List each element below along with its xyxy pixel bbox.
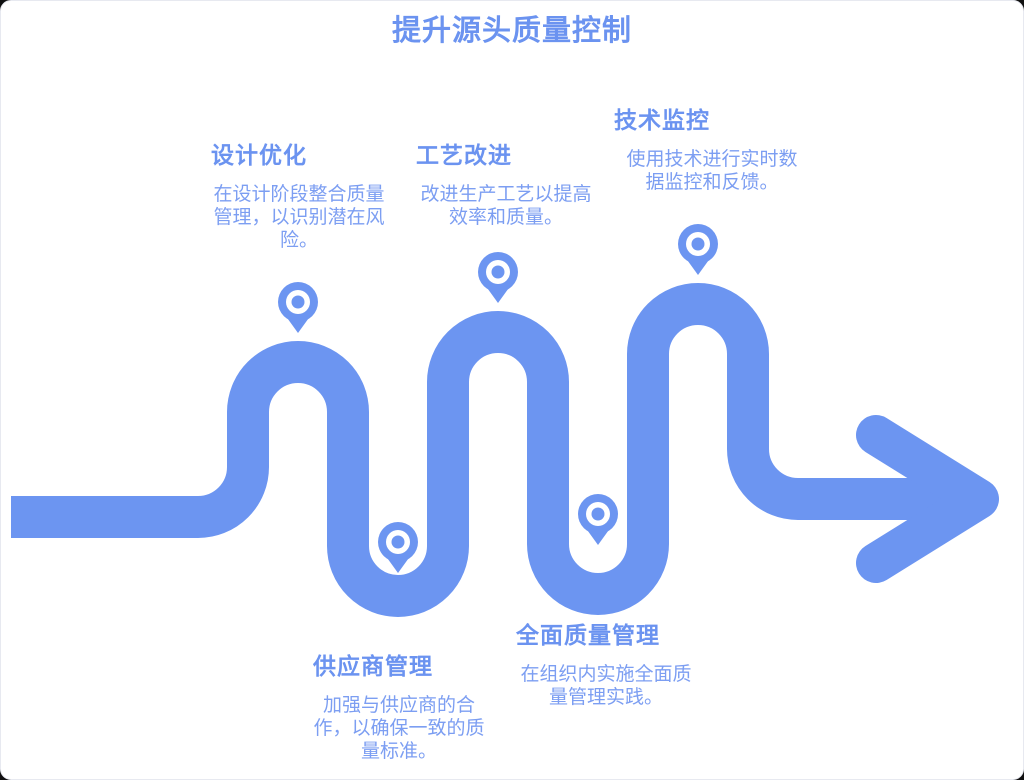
- location-pin-icon: [378, 522, 418, 573]
- milestone-title: 工艺改进: [416, 142, 512, 168]
- serpentine-path: [11, 283, 949, 617]
- milestone-supplier-management: 供应商管理 加强与供应商的合 作，以确保一致的质 量标准。: [313, 651, 485, 763]
- milestone-description: 在组织内实施全面质 量管理实践。: [520, 664, 692, 708]
- milestone-technology-monitoring: 技术监控 使用技术进行实时数 据监控和反馈。: [614, 105, 810, 194]
- milestone-title: 设计优化: [211, 142, 307, 168]
- location-pin-icon: [578, 494, 618, 545]
- location-pin-icon: [678, 224, 718, 275]
- milestone-title: 全面质量管理: [516, 622, 660, 648]
- location-pin-icon: [278, 282, 318, 333]
- milestone-design-optimization: 设计优化 在设计阶段整合质量 管理，以识别潜在风 险。: [211, 140, 387, 252]
- milestone-title: 技术监控: [614, 107, 710, 133]
- location-pin-icon: [478, 252, 518, 303]
- milestone-process-improvement: 工艺改进 改进生产工艺以提高 效率和质量。: [416, 140, 596, 229]
- milestone-description: 改进生产工艺以提高 效率和质量。: [420, 184, 592, 228]
- milestone-description: 加强与供应商的合 作，以确保一致的质 量标准。: [313, 695, 485, 762]
- arrow-right-icon: [856, 415, 999, 583]
- page-title: 提升源头质量控制: [391, 15, 632, 47]
- milestone-total-quality-management: 全面质量管理 在组织内实施全面质 量管理实践。: [516, 620, 696, 709]
- milestone-description: 使用技术进行实时数 据监控和反馈。: [626, 149, 798, 193]
- milestone-description: 在设计阶段整合质量 管理，以识别潜在风 险。: [213, 184, 385, 251]
- milestone-title: 供应商管理: [313, 653, 433, 679]
